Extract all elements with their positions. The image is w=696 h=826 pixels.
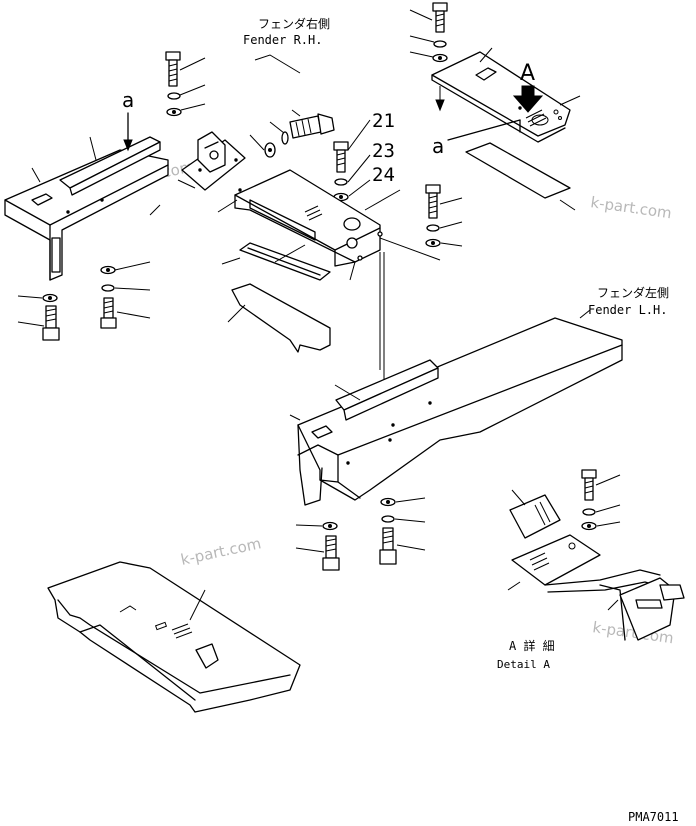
bolt-upper-left — [165, 51, 181, 87]
callout-21: 21 — [372, 110, 395, 132]
bolt-horizontal — [289, 113, 335, 139]
bolt-lh-1 — [322, 535, 340, 571]
bolt-lower-left-2 — [42, 305, 60, 341]
lock-washer — [167, 92, 181, 100]
bolt-center — [333, 141, 349, 173]
bolt-top-right — [432, 2, 448, 33]
fender-lh-jp-label: フェンダ左側 — [597, 285, 669, 300]
lh-fender-panel — [297, 317, 623, 506]
right-rubber-mat — [465, 142, 571, 199]
bolt-right — [425, 184, 441, 219]
detail-a-jp-label: A 詳 細 — [509, 638, 555, 653]
fender-rh-pointer — [254, 54, 301, 74]
view-letter-a: A — [520, 61, 535, 86]
fender-rh-en-label: Fender R.H. — [243, 33, 322, 47]
floor-mat — [47, 561, 301, 713]
rubber-pad — [231, 283, 331, 353]
rh-fender-panel — [4, 136, 169, 281]
bolt-lh-2 — [379, 527, 397, 565]
callout-23: 23 — [372, 140, 395, 162]
fender-lh-en-label: Fender L.H. — [588, 303, 667, 317]
detail-a-en-label: Detail A — [497, 658, 550, 671]
upper-right-cover-plate — [431, 51, 571, 143]
ref-a-left: a — [122, 88, 134, 112]
view-arrow-icon — [512, 85, 544, 113]
hinge-bracket — [181, 131, 246, 191]
center-mounting-plate — [234, 169, 383, 267]
callout-24: 24 — [372, 164, 395, 186]
bolt-lower-left-1 — [100, 297, 117, 329]
fender-rh-jp-label: フェンダ右側 — [258, 16, 330, 31]
ref-a-right: a — [432, 134, 444, 158]
detail-a-view — [509, 469, 685, 641]
watermark: k-part.com — [589, 193, 672, 222]
drawing-code: PMA7011 — [628, 810, 679, 824]
watermark: k-part.com — [179, 534, 263, 569]
